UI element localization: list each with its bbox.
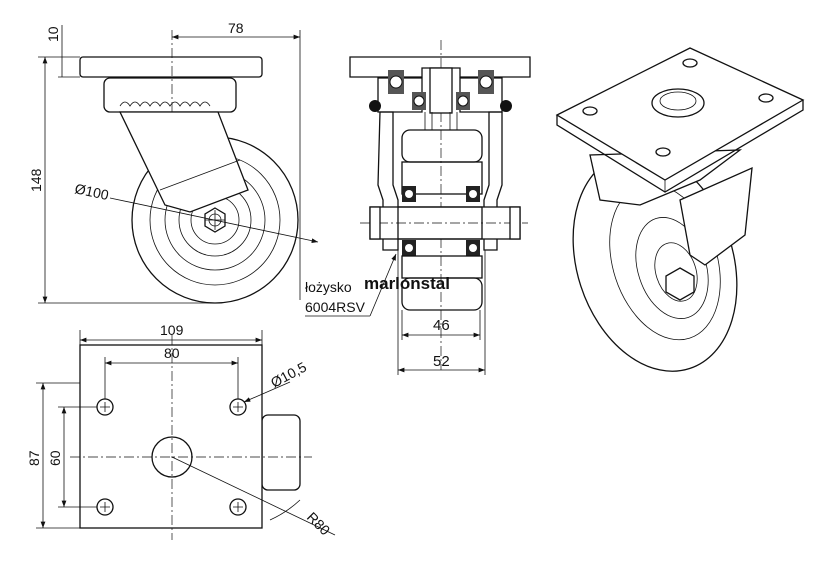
dim-hole-spacing-x: 80 — [164, 345, 180, 361]
side-view: 148 10 78 Ø100 — [28, 20, 319, 304]
dim-hole-diameter: Ø10,5 — [268, 359, 309, 391]
plan-view: 109 80 87 60 Ø10,5 R80 — [26, 322, 336, 540]
dim-hole-spacing-y: 60 — [47, 450, 63, 466]
bearing-code: 6004RSV — [305, 299, 366, 315]
dim-fork-width: 52 — [433, 353, 450, 370]
dim-plate-thickness: 10 — [45, 26, 61, 42]
dim-plate-width: 109 — [160, 322, 184, 338]
dim-wheel-width: 46 — [433, 317, 450, 334]
dim-swivel-radius: R80 — [304, 509, 334, 539]
dim-plate-depth: 87 — [26, 450, 42, 466]
bearing-label: łożysko — [305, 279, 352, 295]
watermark: marlonstal — [364, 274, 450, 293]
dim-wheel-diameter: Ø100 — [73, 180, 110, 203]
dim-offset: 78 — [228, 20, 244, 36]
section-view: 46 52 łożysko 6004RSV marlonstal — [305, 40, 531, 375]
dim-height: 148 — [28, 168, 44, 192]
perspective-view — [555, 47, 805, 372]
